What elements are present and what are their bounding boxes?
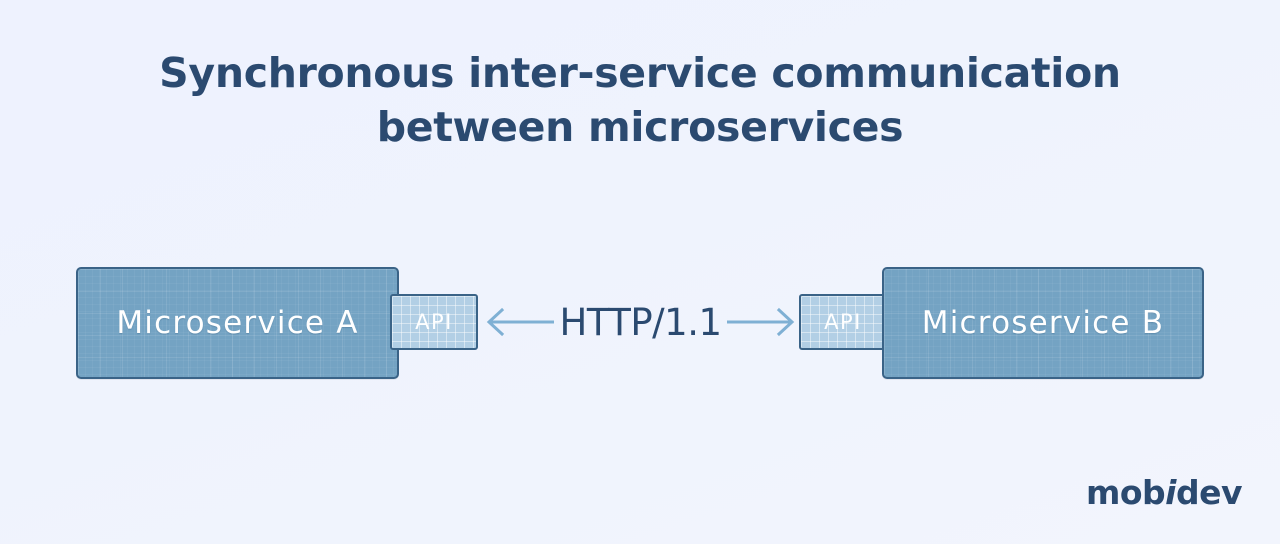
protocol-connector: HTTP/1.1 [483, 294, 798, 350]
microservice-b-api-label: API [824, 310, 862, 334]
logo-text-part-3: dev [1175, 473, 1243, 512]
logo-text-part-1: mob [1085, 473, 1166, 512]
microservice-b-api-badge: API [799, 294, 887, 350]
page-title: Synchronous inter-service communication … [0, 46, 1280, 154]
microservice-a-api-badge: API [390, 294, 478, 350]
protocol-label: HTTP/1.1 [559, 300, 723, 344]
mobidev-logo: mobidev [1085, 473, 1243, 512]
microservices-diagram: Microservice A API HTTP/1.1 [0, 255, 1280, 395]
microservice-b-label: Microservice B [921, 305, 1165, 341]
microservice-b-box: Microservice B [882, 267, 1204, 379]
microservice-a-label: Microservice A [116, 305, 359, 341]
page-title-line-1: Synchronous inter-service communication [159, 49, 1121, 97]
page-title-line-2: between microservices [376, 103, 904, 151]
arrow-left-icon [483, 307, 555, 337]
logo-text-part-2: i [1165, 473, 1176, 512]
microservice-a-box: Microservice A [76, 267, 399, 379]
microservice-a-api-label: API [415, 310, 453, 334]
arrow-right-icon [726, 307, 798, 337]
